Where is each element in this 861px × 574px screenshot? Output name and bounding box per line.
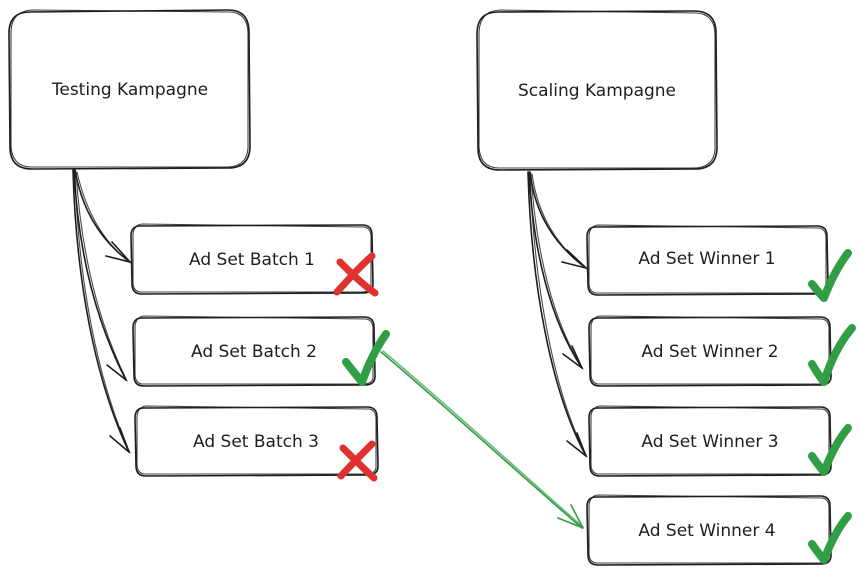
scaling-campaign-node: Scaling Kampagne xyxy=(476,9,718,171)
ad-set-batch-2-node: Ad Set Batch 2 xyxy=(132,315,376,387)
ad-set-winner-2-label: Ad Set Winner 2 xyxy=(641,342,778,362)
ad-set-batch-3-node: Ad Set Batch 3 xyxy=(134,405,379,477)
cross-icon xyxy=(337,440,378,482)
ad-set-winner-1-node: Ad Set Winner 1 xyxy=(586,224,829,296)
ad-set-winner-2-node: Ad Set Winner 2 xyxy=(588,315,832,387)
testing-campaign-title: Testing Kampagne xyxy=(51,80,208,100)
ad-set-batch-1-label: Ad Set Batch 1 xyxy=(189,250,315,270)
ad-set-batch-2-label: Ad Set Batch 2 xyxy=(191,342,317,362)
ad-set-winner-4-label: Ad Set Winner 4 xyxy=(638,521,775,541)
scaling-campaign-title: Scaling Kampagne xyxy=(518,81,676,101)
promotion-arrow xyxy=(380,350,584,529)
ad-set-winner-3-label: Ad Set Winner 3 xyxy=(641,432,778,452)
ad-set-winner-4-node: Ad Set Winner 4 xyxy=(586,494,832,566)
ad-set-batch-3-label: Ad Set Batch 3 xyxy=(193,432,319,452)
ad-set-winner-1-label: Ad Set Winner 1 xyxy=(638,249,775,269)
check-icon xyxy=(808,249,852,302)
check-icon xyxy=(808,512,852,564)
check-icon xyxy=(808,424,852,476)
cross-icon xyxy=(333,252,379,297)
testing-campaign-node: Testing Kampagne xyxy=(8,9,251,170)
check-icon xyxy=(808,324,856,386)
ad-set-winner-3-node: Ad Set Winner 3 xyxy=(588,405,832,477)
testing-connectors xyxy=(72,169,132,454)
check-icon xyxy=(342,330,390,386)
scaling-connectors xyxy=(527,171,588,458)
ad-set-batch-1-node: Ad Set Batch 1 xyxy=(130,223,374,295)
